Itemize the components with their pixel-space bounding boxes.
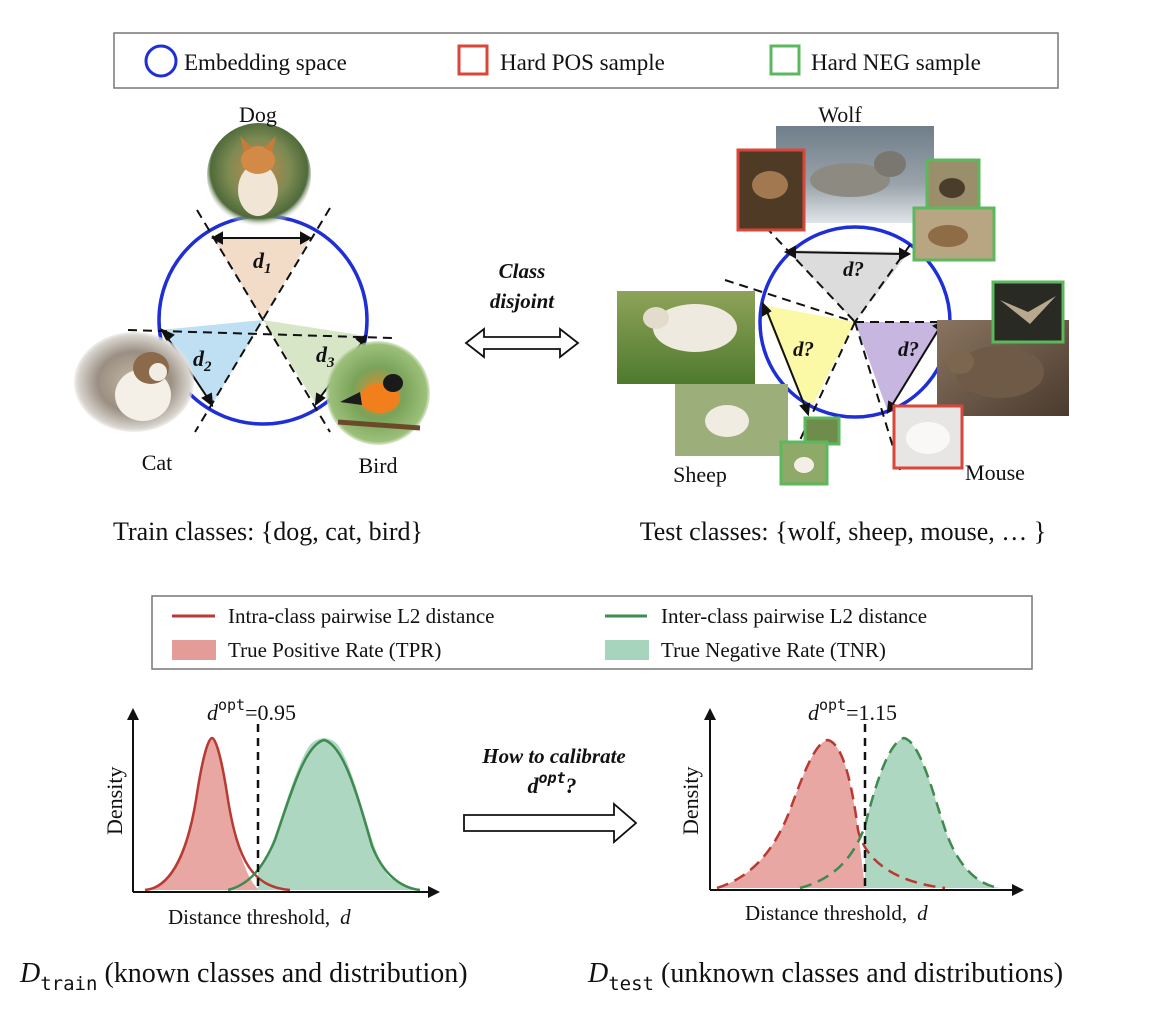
train-diagram: d1 d2 d3 Dog Cat Bird Train classes: {do… <box>74 102 430 546</box>
double-arrow-icon <box>464 327 580 359</box>
train-tnr-fill <box>258 738 420 890</box>
test-diagram: d? d? d? <box>617 102 1069 546</box>
mouse-label: Mouse <box>965 460 1025 485</box>
calibrate-line2: dopt? <box>527 769 576 798</box>
train-xlabel: Distance threshold,d <box>168 905 351 929</box>
test-tpr-fill <box>717 740 865 888</box>
test-tnr-fill <box>865 738 1000 888</box>
hard-pos-hamster-sample <box>892 404 964 470</box>
bottom-legend: Intra-class pairwise L2 distance Inter-c… <box>151 595 1033 670</box>
test-sector-mouse <box>855 322 945 412</box>
legend-embedding-space: Embedding space <box>184 50 347 75</box>
tpr-swatch <box>172 640 216 660</box>
train-sector-dog <box>213 238 310 320</box>
class-disjoint-line1: Class <box>499 259 546 283</box>
right-arrow-icon <box>463 802 638 844</box>
calibrate-line1: How to calibrate <box>481 744 626 768</box>
train-density-plot: dopt=0.95 Density Distance threshold,d D… <box>19 696 468 995</box>
train-classes-caption: Train classes: {dog, cat, bird} <box>113 517 423 546</box>
dog-image <box>207 123 311 227</box>
d3-label: d3 <box>316 342 335 371</box>
test-sector-sheep <box>762 305 855 414</box>
legend-inter: Inter-class pairwise L2 distance <box>661 604 927 628</box>
test-inter-curve <box>799 736 1001 890</box>
train-inter-curve <box>227 738 421 892</box>
hard-neg-wolf-sample-1 <box>925 158 981 212</box>
train-dopt-label: dopt=0.95 <box>207 696 296 725</box>
train-caption: Dtrain (known classes and distribution) <box>19 958 468 995</box>
class-disjoint-line2: disjoint <box>490 289 555 313</box>
train-intra-curve <box>144 736 291 892</box>
hard-pos-wolf-sample <box>736 148 806 232</box>
d2-label: d2 <box>193 346 212 375</box>
test-density-plot: dopt=1.15 Density Distance threshold,d D… <box>587 696 1063 995</box>
test-caption: Dtest (unknown classes and distributions… <box>587 958 1063 995</box>
hard-neg-sheep-sample-2 <box>779 440 829 486</box>
hard-neg-square-icon <box>769 44 801 76</box>
sheep-label: Sheep <box>673 462 727 487</box>
legend-intra: Intra-class pairwise L2 distance <box>228 604 494 628</box>
legend-hard-pos: Hard POS sample <box>500 50 665 75</box>
test-sector-wolf <box>786 250 909 322</box>
test-classes-caption: Test classes: {wolf, sheep, mouse, … } <box>640 517 1047 546</box>
bird-image <box>326 341 430 445</box>
hard-neg-wolf-sample-2 <box>912 206 996 262</box>
hard-pos-square-icon <box>457 44 489 76</box>
train-sector-cat <box>160 320 263 405</box>
cat-label: Cat <box>142 450 173 475</box>
top-legend: Embedding space Hard POS sample Hard NEG… <box>113 32 1059 89</box>
test-d-mouse-label: d? <box>898 337 919 361</box>
cat-image <box>74 332 194 432</box>
d1-label: d1 <box>253 248 272 277</box>
test-d-sheep-label: d? <box>793 337 814 361</box>
wolf-label: Wolf <box>818 102 862 127</box>
calibrate-arrow: How to calibrate dopt? <box>463 744 638 844</box>
embedding-space-circle-icon <box>144 44 178 78</box>
test-intra-curve <box>716 738 946 890</box>
test-dopt-label: dopt=1.15 <box>808 696 897 725</box>
hard-neg-bat-sample <box>991 280 1065 344</box>
test-d-wolf-label: d? <box>843 257 864 281</box>
sheep-image <box>617 291 755 384</box>
tnr-swatch <box>605 640 649 660</box>
legend-tnr: True Negative Rate (TNR) <box>661 638 886 662</box>
train-tpr-fill <box>145 738 260 890</box>
test-ylabel: Density <box>678 767 703 835</box>
legend-tpr: True Positive Rate (TPR) <box>228 638 441 662</box>
legend-hard-neg: Hard NEG sample <box>811 50 981 75</box>
dog-label: Dog <box>239 102 277 127</box>
train-sector-bird <box>263 320 366 404</box>
sheep-image-2 <box>675 384 788 456</box>
bird-label: Bird <box>358 453 397 478</box>
train-ylabel: Density <box>102 767 127 835</box>
test-xlabel: Distance threshold,d <box>745 901 928 925</box>
class-disjoint: Class disjoint <box>464 259 580 359</box>
hard-neg-sheep-sample-1 <box>803 416 841 446</box>
